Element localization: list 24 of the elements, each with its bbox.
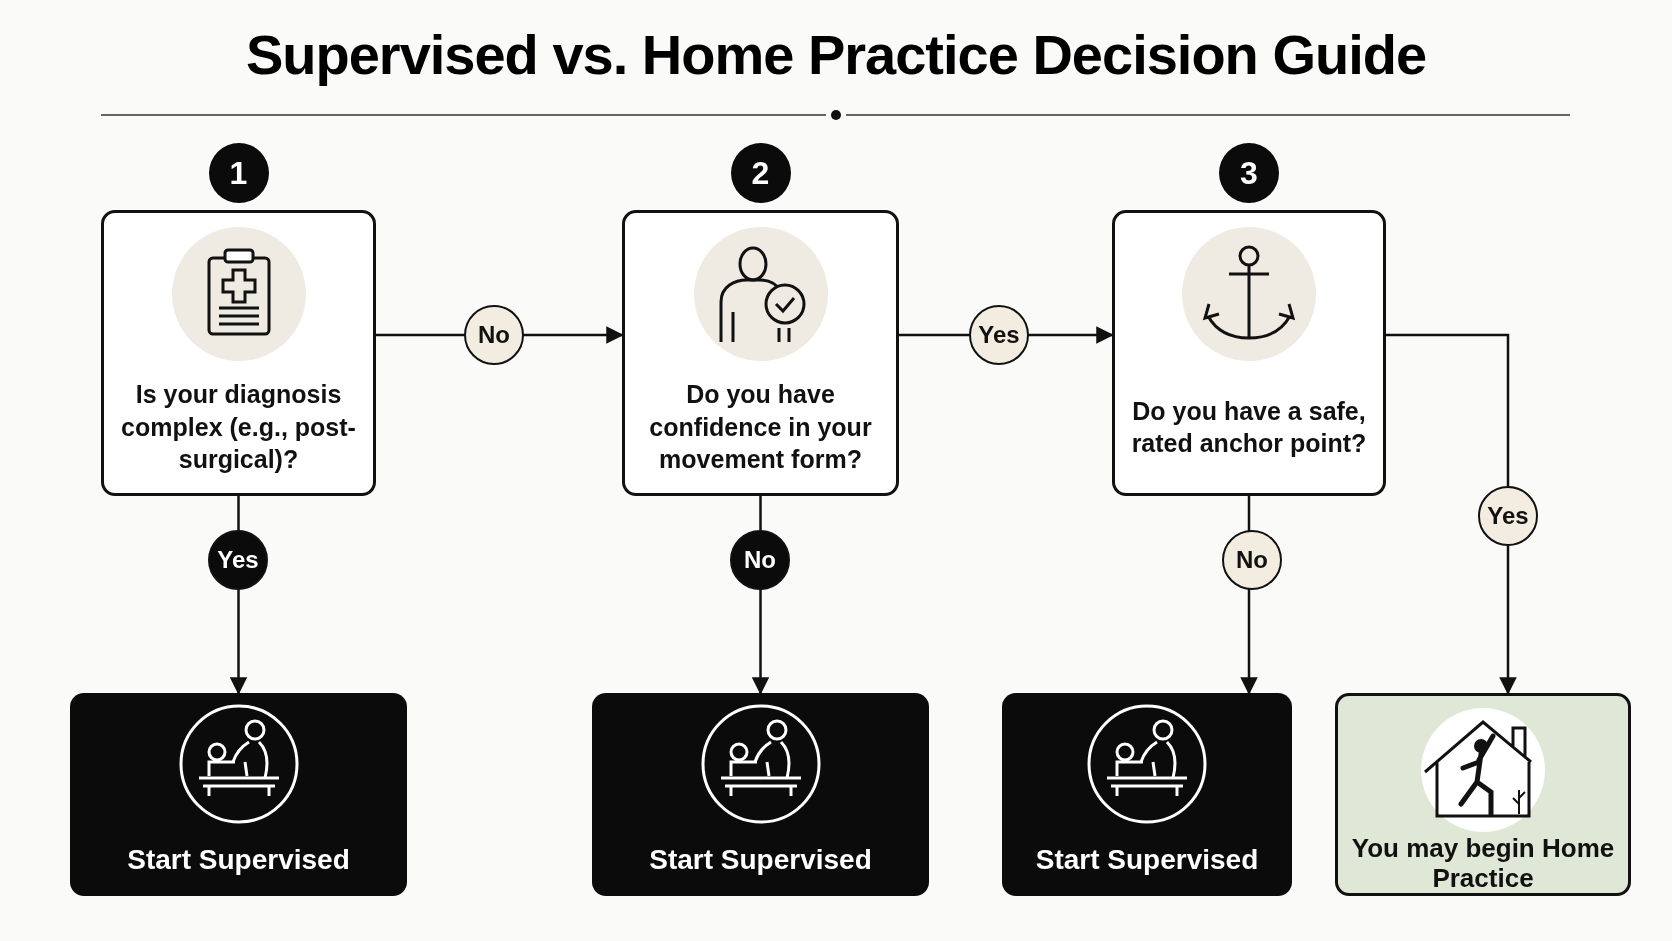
outcome-text: You may begin Home Practice	[1350, 834, 1616, 894]
edge-label: Yes	[969, 305, 1029, 365]
edge-label: Yes	[1478, 486, 1538, 546]
outcome-box	[592, 693, 929, 896]
outcome-text: Start Supervised	[1035, 843, 1259, 878]
question-box	[622, 210, 899, 496]
question-text: Is your diagnosis complex (e.g., post-surgical)?	[120, 379, 357, 476]
question-text: Do you have confidence in your movement form?	[648, 379, 873, 476]
step-number: 2	[730, 143, 791, 203]
edge-label: No	[1222, 530, 1282, 590]
step-number: 3	[1219, 143, 1279, 203]
outcome-box	[1002, 693, 1292, 896]
edge-label: No	[464, 305, 524, 365]
title: Supervised vs. Home Practice Decision Guide	[244, 22, 1428, 87]
edge-label: Yes	[208, 530, 268, 590]
question-box	[1112, 210, 1386, 496]
outcome-box	[1335, 693, 1631, 896]
outcome-text: Start Supervised	[649, 843, 872, 878]
question-text: Do you have a safe, rated anchor point?	[1130, 395, 1368, 459]
outcome-box	[70, 693, 407, 896]
edge-label: No	[730, 530, 790, 590]
outcome-text: Start Supervised	[127, 843, 350, 878]
question-box	[101, 210, 376, 496]
step-number: 1	[208, 143, 269, 203]
